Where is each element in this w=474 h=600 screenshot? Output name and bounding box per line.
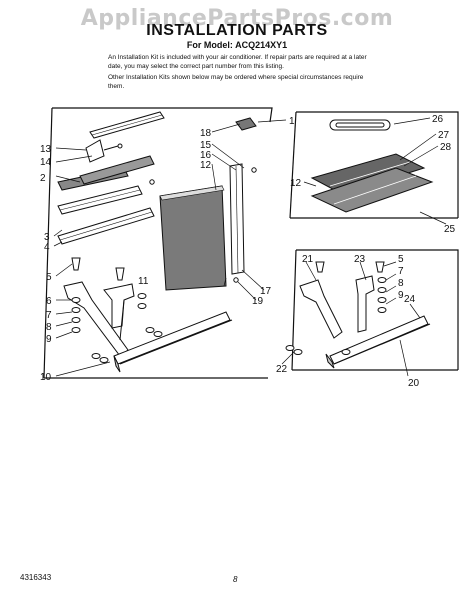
callout-27: 27 [438, 130, 450, 141]
long-bar-10 [113, 311, 233, 373]
watermark: AppliancePartsPros.com [80, 6, 394, 31]
leader-lines-left [53, 119, 287, 377]
callout-11: 11 [138, 276, 149, 287]
leader-lines-right [281, 261, 421, 377]
page-title: INSTALLATION PARTS [146, 22, 328, 39]
callout-3: 3 [44, 232, 50, 243]
callout-grille-12: 12 [290, 178, 302, 189]
callout-24: 24 [404, 294, 416, 305]
callout-16: 16 [200, 150, 212, 161]
grille-kit-box [289, 111, 459, 219]
right-brackets [299, 275, 431, 369]
model-line: For Model: ACQ214XY1 [186, 40, 288, 50]
callout-12: 12 [200, 160, 212, 171]
callout-2: 2 [40, 173, 46, 184]
callout-23: 23 [354, 254, 366, 265]
callout-19: 19 [252, 296, 264, 307]
callout-21: 21 [302, 254, 314, 265]
callout-26: 26 [432, 114, 444, 125]
callout-22: 22 [276, 364, 288, 375]
rail-strips [57, 111, 165, 245]
vertical-post [229, 163, 245, 275]
intro-text-2: Other Installation Kits shown below may … [108, 74, 364, 90]
callout-14: 14 [40, 157, 52, 168]
callout-4: 4 [44, 242, 50, 253]
washer-stack-left [71, 293, 163, 363]
bracket-13 [85, 139, 123, 163]
callout-labels: 1 2 3 4 5 6 7 8 9 10 11 12 13 14 15 16 1… [40, 114, 456, 389]
callout-15: 15 [200, 140, 212, 151]
callout-9: 9 [46, 334, 52, 345]
page-number: 8 [233, 575, 238, 584]
callout-20: 20 [408, 378, 420, 389]
callout-right-8: 8 [398, 278, 404, 289]
callout-5: 5 [46, 272, 52, 283]
callout-right-9: 9 [398, 290, 404, 301]
callout-6: 6 [46, 296, 52, 307]
washer-stack-right [285, 261, 387, 355]
leader-lines-grille [303, 117, 447, 225]
callout-7: 7 [46, 310, 52, 321]
foam-panel [159, 185, 227, 291]
callout-right-7: 7 [398, 266, 404, 277]
main-kit-box [43, 107, 273, 379]
callout-10: 10 [40, 372, 52, 383]
callout-17: 17 [260, 286, 272, 297]
grille-parts [310, 119, 434, 213]
callout-28: 28 [440, 142, 452, 153]
callout-right-5: 5 [398, 254, 404, 265]
intro-text: An Installation Kit is included with you… [108, 54, 367, 70]
callout-25: 25 [444, 224, 456, 235]
screws [71, 167, 257, 283]
callout-1: 1 [289, 116, 295, 127]
callout-13: 13 [40, 144, 52, 155]
callout-8: 8 [46, 322, 52, 333]
footer-code: 4316343 [20, 573, 52, 582]
callout-18: 18 [200, 128, 212, 139]
block-18 [235, 117, 257, 131]
